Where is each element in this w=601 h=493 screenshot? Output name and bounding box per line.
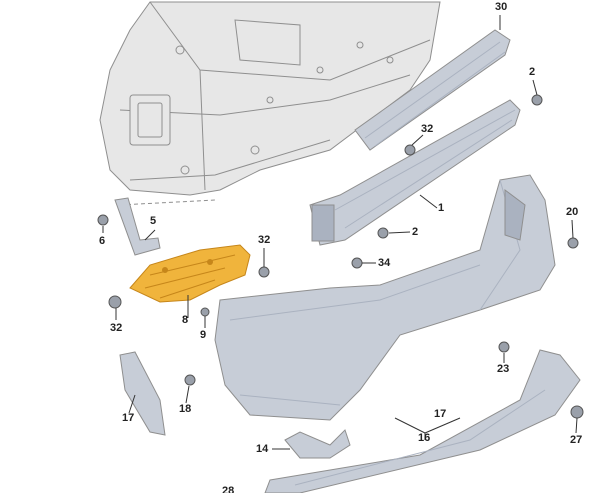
callout-32-lower: 32 <box>110 322 123 334</box>
callout-32-upper: 32 <box>421 123 434 135</box>
callout-23: 23 <box>497 363 510 375</box>
leader-lines <box>102 15 578 450</box>
callout-17-cover: 17 <box>434 408 447 420</box>
callout-9: 9 <box>200 329 207 341</box>
bracket-5 <box>114 197 161 256</box>
callout-6: 6 <box>99 235 106 247</box>
callout-18: 18 <box>179 403 192 415</box>
lower-spoiler <box>264 349 581 493</box>
side-guide-17 <box>119 351 166 436</box>
callout-17-side: 17 <box>122 412 135 424</box>
guide-bracket-highlighted <box>129 244 251 303</box>
callout-34: 34 <box>378 257 391 269</box>
callout-14: 14 <box>256 443 269 455</box>
callout-1: 1 <box>438 202 445 214</box>
bumper-reinforcement-bar <box>309 99 521 246</box>
callout-27: 27 <box>570 434 583 446</box>
callout-16: 16 <box>418 432 431 444</box>
rear-body-shell <box>99 1 441 206</box>
fasteners <box>97 94 584 419</box>
bracket-14 <box>284 429 351 459</box>
impact-absorber <box>354 29 511 151</box>
bumper-cover <box>214 174 556 421</box>
callout-32-middle: 32 <box>258 234 271 246</box>
callout-30: 30 <box>495 1 508 13</box>
callout-2-middle: 2 <box>412 226 419 238</box>
callout-20: 20 <box>566 206 579 218</box>
callout-28: 28 <box>222 485 235 493</box>
callout-2-upper: 2 <box>529 66 536 78</box>
callout-5: 5 <box>150 215 157 227</box>
callout-8-highlighted-part: 8 <box>182 314 189 326</box>
